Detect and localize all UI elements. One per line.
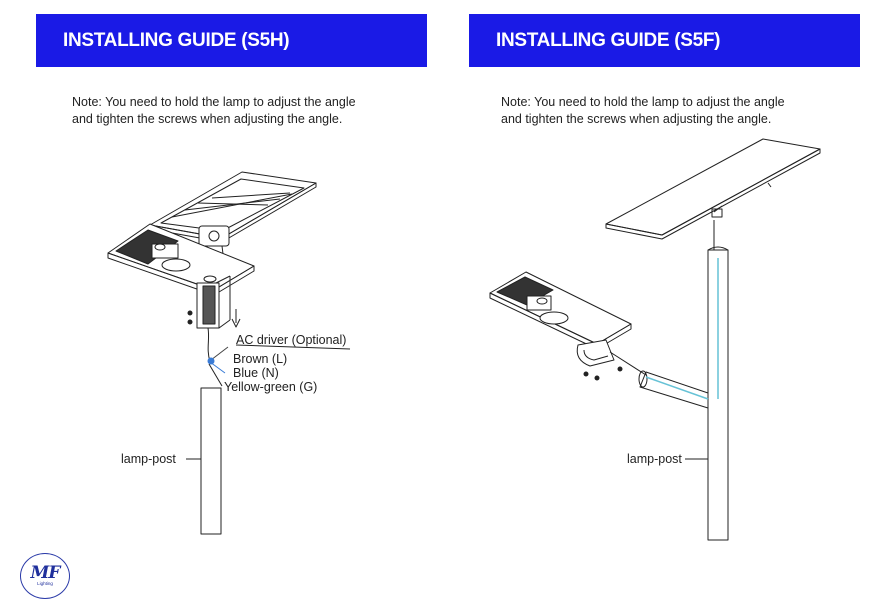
right-note: Note: You need to hold the lamp to adjus… bbox=[501, 94, 841, 128]
label-brown-wire: Brown (L) bbox=[233, 352, 288, 366]
s5h-lamp-head bbox=[107, 223, 255, 296]
s5h-solar-panel-frame bbox=[149, 171, 317, 243]
brand-logo: MF Lighting bbox=[20, 553, 70, 599]
right-guide-title-text: INSTALLING GUIDE (S5F) bbox=[496, 29, 721, 51]
left-guide-title: INSTALLING GUIDE (S5H) bbox=[36, 14, 427, 67]
s5f-lamp-post bbox=[685, 220, 729, 541]
label-lamp-post-right: lamp-post bbox=[627, 452, 682, 466]
right-guide-title: INSTALLING GUIDE (S5F) bbox=[469, 14, 860, 67]
s5h-driver-box bbox=[187, 275, 241, 329]
brand-logo-subtext: Lighting bbox=[37, 581, 53, 586]
label-lamp-post-left: lamp-post bbox=[121, 452, 176, 466]
s5f-lamp-head bbox=[489, 271, 632, 350]
right-note-line-2: and tighten the screws when adjusting th… bbox=[501, 112, 772, 126]
s5f-solar-panel bbox=[605, 138, 821, 240]
label-yellow-green-wire: Yellow-green (G) bbox=[224, 380, 318, 394]
left-guide-title-text: INSTALLING GUIDE (S5H) bbox=[63, 29, 290, 51]
label-ac-driver: AC driver (Optional) bbox=[236, 333, 347, 347]
left-note-line-2: and tighten the screws when adjusting th… bbox=[72, 112, 343, 126]
brand-logo-mark: MF bbox=[30, 563, 61, 583]
label-blue-wire: Blue (N) bbox=[233, 366, 279, 380]
right-note-line-1: Note: You need to hold the lamp to adjus… bbox=[501, 95, 785, 109]
s5h-lamp-post bbox=[186, 387, 222, 535]
left-note-line-1: Note: You need to hold the lamp to adjus… bbox=[72, 95, 356, 109]
s5f-side-arm bbox=[638, 258, 719, 409]
s5f-mount-bracket bbox=[576, 339, 647, 381]
left-note: Note: You need to hold the lamp to adjus… bbox=[72, 94, 412, 128]
s5h-wires bbox=[207, 327, 351, 387]
